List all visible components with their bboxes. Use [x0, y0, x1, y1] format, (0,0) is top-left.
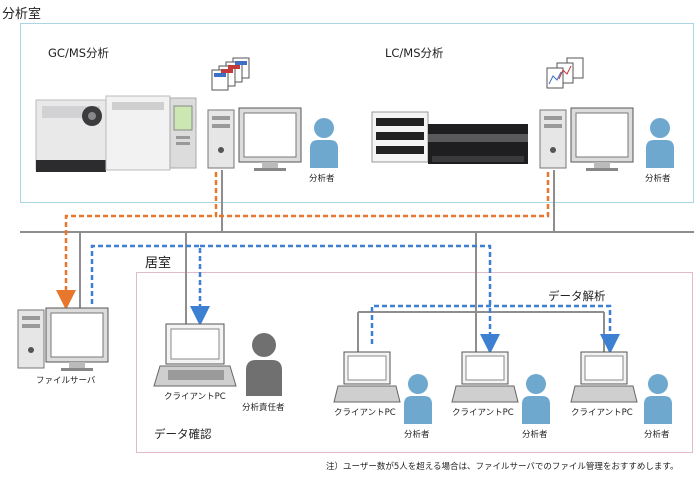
lcms-title: LC/MS分析	[385, 46, 444, 60]
analysis-client-label-1: クライアントPC	[334, 408, 396, 418]
confirm-client-label: クライアントPC	[164, 392, 226, 402]
lcms-instrument	[371, 111, 528, 164]
analysis-person-label-1: 分析者	[404, 430, 430, 440]
gcms-analyst-label: 分析者	[309, 174, 335, 184]
data-confirm-title: データ確認	[154, 427, 212, 441]
confirm-laptop	[153, 323, 237, 387]
network-lines	[20, 170, 694, 354]
lcms-workstation	[539, 107, 634, 171]
gcms-title: GC/MS分析	[48, 46, 110, 60]
footnote: 注）ユーザー数が5人を超える場合は、ファイルサーバでのファイル管理をおすすめしま…	[326, 462, 679, 472]
supervisor-label: 分析責任者	[242, 403, 285, 413]
gcms-instrument	[35, 95, 197, 172]
gcms-data-files-icon	[211, 57, 250, 91]
blue-data-flow	[90, 244, 620, 354]
analysis-person-label-2: 分析者	[522, 430, 548, 440]
lcms-analyst-figure	[646, 118, 674, 168]
orange-data-flow	[56, 172, 550, 310]
lab-area-title: 分析室	[2, 7, 42, 22]
analysis-laptop-3	[570, 351, 638, 403]
lcms-analyst-label: 分析者	[645, 174, 671, 184]
data-analysis-title: データ解析	[548, 289, 606, 303]
supervisor-figure	[246, 333, 282, 396]
analyst-figure-1	[404, 374, 432, 424]
file-server-label: ファイルサーバ	[36, 376, 96, 386]
file-server	[17, 307, 109, 371]
analyst-figure-2	[522, 374, 550, 424]
office-area-title: 居室	[145, 256, 172, 271]
analysis-laptop-1	[333, 351, 401, 403]
analyst-figure-3	[644, 374, 672, 424]
analysis-client-label-3: クライアントPC	[571, 408, 633, 418]
lcms-data-files-icon	[546, 57, 584, 89]
analysis-person-label-3: 分析者	[644, 430, 670, 440]
analysis-client-label-2: クライアントPC	[452, 408, 514, 418]
analysis-laptop-2	[451, 351, 519, 403]
gcms-analyst-figure	[310, 118, 338, 168]
gcms-workstation	[207, 107, 302, 171]
